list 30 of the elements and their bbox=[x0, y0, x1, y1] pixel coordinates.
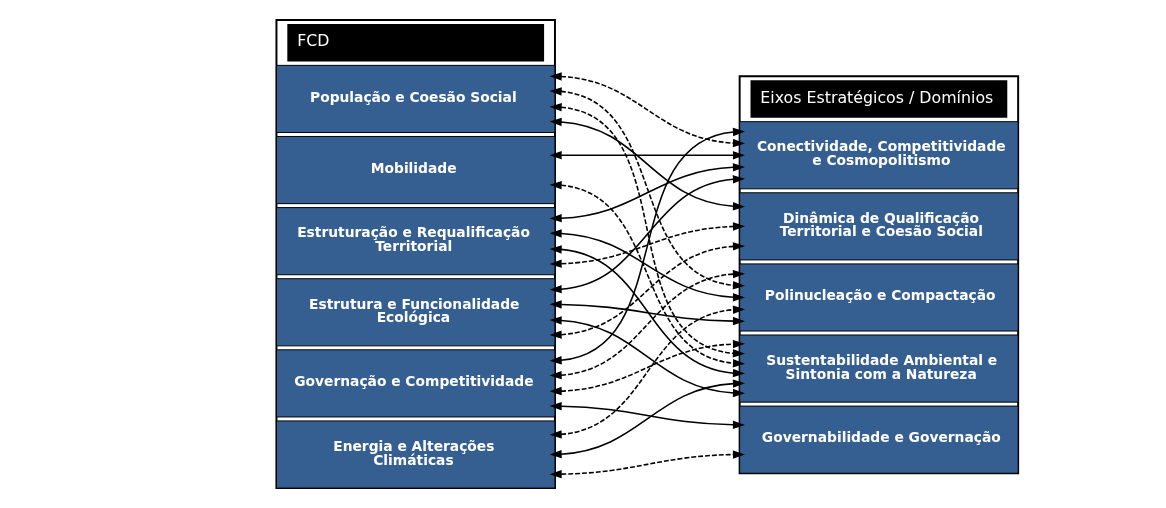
node-box: Polinucleação e Compactação bbox=[739, 263, 1019, 332]
node-box: Sustentabilidade Ambiental e Sintonia com a Natureza bbox=[739, 334, 1019, 403]
arrow bbox=[549, 87, 745, 290]
arrow bbox=[549, 72, 745, 148]
arrow bbox=[549, 269, 745, 380]
node-box: Governabilidade e Governação bbox=[739, 405, 1019, 474]
node-box: População e Coesão Social bbox=[275, 64, 556, 133]
arrow bbox=[549, 229, 745, 302]
arrow bbox=[549, 181, 745, 368]
arrow bbox=[549, 339, 745, 396]
arrow bbox=[549, 379, 745, 459]
arrow bbox=[549, 300, 745, 326]
arrow bbox=[549, 117, 745, 211]
node-box: Energia e Alterações Climáticas bbox=[275, 420, 556, 489]
arrow bbox=[549, 401, 745, 429]
node-box: Conectividade, Competitividade e Cosmopolitismo bbox=[739, 121, 1019, 190]
arrow bbox=[549, 245, 745, 378]
node-box: Dinâmica de Qualificação Territorial e Coesão Social bbox=[739, 192, 1019, 261]
node-box: Estrutura e Funcionalidade Ecológica bbox=[275, 278, 556, 347]
arrow bbox=[549, 450, 745, 479]
arrow bbox=[549, 163, 745, 223]
arrow bbox=[549, 305, 745, 439]
arrow bbox=[549, 316, 745, 398]
node-box: Mobilidade bbox=[275, 135, 556, 205]
arrow bbox=[549, 175, 745, 294]
arrow bbox=[549, 151, 745, 160]
node-box: Estruturação e Requalificação Territorial bbox=[275, 207, 556, 276]
arrow bbox=[549, 222, 745, 268]
node-box: Governação e Competitividade bbox=[275, 349, 556, 418]
arrow bbox=[549, 242, 745, 339]
